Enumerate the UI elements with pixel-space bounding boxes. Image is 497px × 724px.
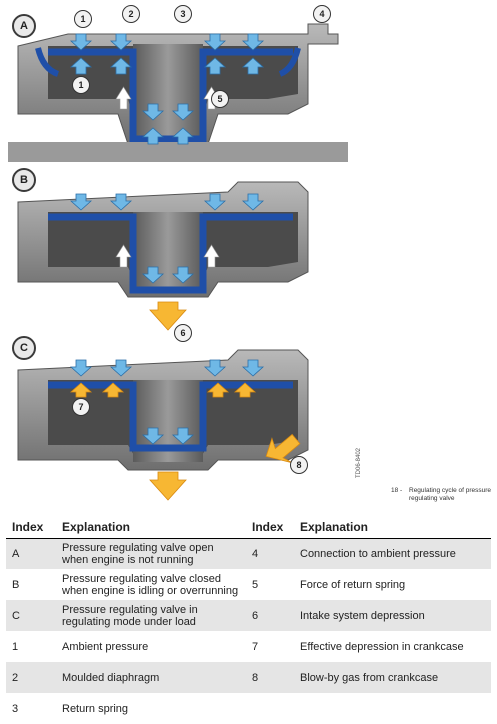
regulating-cycle-figure: A B C 1 2 3 4 1 5 6 7 8 TD06-8402 18 - R… bbox=[8, 5, 492, 502]
index-cell: 3 bbox=[12, 702, 19, 715]
explanation-cell: Pressure regulating valve closed when en… bbox=[62, 572, 239, 597]
index-cell: 4 bbox=[246, 538, 294, 569]
caption-number: 18 - bbox=[391, 487, 403, 494]
callout-3: 3 bbox=[174, 5, 192, 23]
index-cell: 7 bbox=[252, 640, 259, 653]
table-row: 1 Ambient pressure 7 Effective depressio… bbox=[6, 631, 491, 662]
header-index-2: Index bbox=[246, 518, 294, 539]
panel-label-c: C bbox=[12, 336, 36, 360]
caption-text: Regulating cycle of pressure regulating … bbox=[409, 487, 492, 502]
explanation-cell: Effective depression in crankcase bbox=[300, 640, 464, 653]
explanation-cell: Force of return spring bbox=[300, 578, 406, 591]
header-index-1: Index bbox=[6, 518, 56, 539]
header-explanation-2: Explanation bbox=[294, 518, 491, 539]
callout-7: 7 bbox=[72, 398, 90, 416]
explanation-cell: Pressure regulating valve in regulating … bbox=[56, 600, 246, 631]
panel-label-b: B bbox=[12, 168, 36, 192]
index-cell: 1 bbox=[12, 640, 19, 653]
callout-1-lower: 1 bbox=[72, 76, 90, 94]
callout-6: 6 bbox=[174, 324, 192, 342]
callout-4: 4 bbox=[313, 5, 331, 23]
table-header-row: Index Explanation Index Explanation bbox=[6, 518, 491, 539]
index-cell: 8 bbox=[246, 662, 294, 693]
table-row: C Pressure regulating valve in regulatin… bbox=[6, 600, 491, 631]
explanation-cell: Moulded diaphragm bbox=[56, 662, 246, 693]
index-cell: 2 bbox=[6, 662, 56, 693]
index-cell: 6 bbox=[246, 600, 294, 631]
panel-a-illustration bbox=[8, 14, 348, 162]
panel-b-illustration bbox=[17, 181, 309, 331]
panel-c-illustration bbox=[17, 349, 309, 501]
callout-5: 5 bbox=[211, 90, 229, 108]
intake-depression-arrow bbox=[149, 301, 187, 331]
callout-8: 8 bbox=[290, 456, 308, 474]
index-cell: A bbox=[6, 538, 56, 569]
table-row: 2 Moulded diaphragm 8 Blow-by gas from c… bbox=[6, 662, 491, 693]
explanation-cell bbox=[294, 693, 491, 724]
explanation-cell: Pressure regulating valve open when engi… bbox=[56, 538, 246, 569]
index-cell: 5 bbox=[252, 578, 259, 591]
index-cell: B bbox=[12, 578, 20, 591]
index-explanation-table: Index Explanation Index Explanation A Pr… bbox=[6, 518, 491, 724]
index-cell bbox=[246, 693, 294, 724]
table-row: A Pressure regulating valve open when en… bbox=[6, 538, 491, 569]
intake-depression-arrow-c bbox=[149, 471, 187, 501]
panel-label-a: A bbox=[12, 14, 36, 38]
explanation-cell: Ambient pressure bbox=[62, 640, 149, 653]
index-cell: C bbox=[6, 600, 56, 631]
explanation-cell: Return spring bbox=[62, 702, 129, 715]
table-row: 3 Return spring bbox=[6, 693, 491, 724]
explanation-cell: Blow-by gas from crankcase bbox=[294, 662, 491, 693]
explanation-cell: Connection to ambient pressure bbox=[294, 538, 491, 569]
header-explanation-1: Explanation bbox=[56, 518, 246, 539]
callout-1: 1 bbox=[74, 10, 92, 28]
callout-2: 2 bbox=[122, 5, 140, 23]
explanation-cell: Intake system depression bbox=[294, 600, 491, 631]
figure-code: TD06-8402 bbox=[356, 447, 362, 478]
table-row: B Pressure regulating valve closed when … bbox=[6, 569, 491, 600]
